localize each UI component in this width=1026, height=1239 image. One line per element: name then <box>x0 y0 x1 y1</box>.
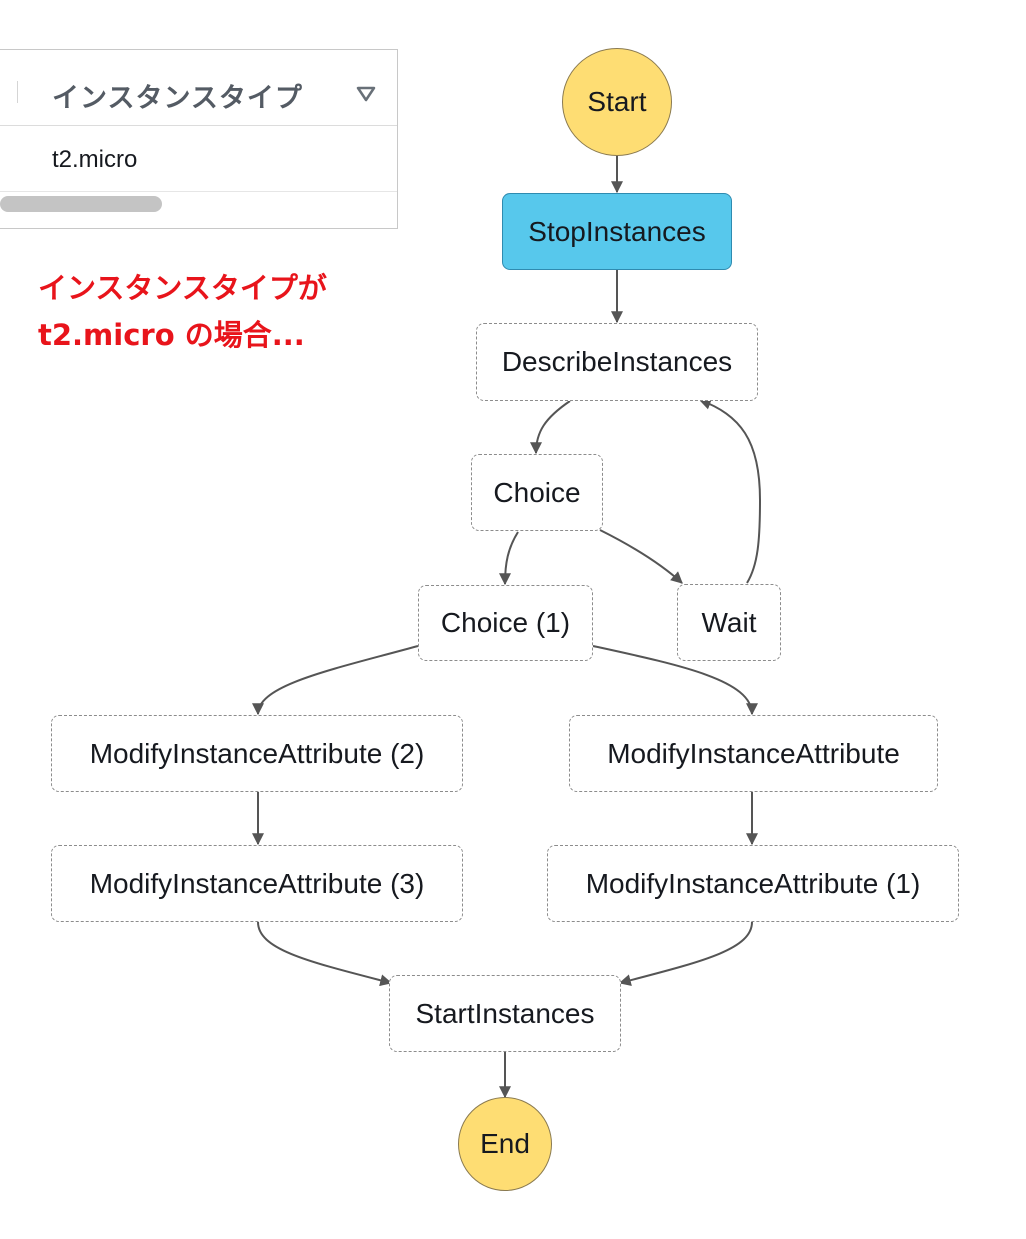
instance-type-cell: t2.micro <box>52 146 138 173</box>
edge-modify3-start <box>257 921 393 987</box>
end-node[interactable]: End <box>458 1097 552 1191</box>
modify-instance-attribute-2-node[interactable]: ModifyInstanceAttribute (2) <box>51 715 463 792</box>
horizontal-scrollbar[interactable] <box>0 196 397 214</box>
edge-choice1-modify2 <box>252 645 419 716</box>
wait-node[interactable]: Wait <box>677 584 781 661</box>
annotation-line-1: インスタンスタイプが <box>38 271 327 305</box>
describe-instances-node[interactable]: DescribeInstances <box>476 323 758 401</box>
edge-choice-choice1 <box>499 531 519 586</box>
sort-down-icon[interactable] <box>356 86 376 102</box>
scrollbar-thumb[interactable] <box>0 196 162 212</box>
edge-wait-describe <box>698 398 762 584</box>
edge-describe-choice <box>530 400 571 455</box>
modify-instance-attribute-node[interactable]: ModifyInstanceAttribute <box>569 715 938 792</box>
start-instances-node[interactable]: StartInstances <box>389 975 621 1052</box>
edge-modify1-start <box>618 921 753 987</box>
edge-choice1-modify <box>592 645 758 716</box>
table-header: インスタンスタイプ <box>0 50 397 126</box>
annotation-line-2: t2.micro の場合... <box>38 318 305 352</box>
start-node[interactable]: Start <box>562 48 672 156</box>
choice-node[interactable]: Choice <box>471 454 603 531</box>
column-separator <box>17 81 18 103</box>
table-row[interactable]: t2.micro <box>0 126 397 192</box>
modify-instance-attribute-3-node[interactable]: ModifyInstanceAttribute (3) <box>51 845 463 922</box>
annotation-note: インスタンスタイプが t2.micro の場合... <box>38 265 327 359</box>
choice-1-node[interactable]: Choice (1) <box>418 585 593 661</box>
instance-table: インスタンスタイプ t2.micro <box>0 49 398 229</box>
edge-choice-wait <box>599 529 683 584</box>
modify-instance-attribute-1-node[interactable]: ModifyInstanceAttribute (1) <box>547 845 959 922</box>
column-header-instance-type[interactable]: インスタンスタイプ <box>52 83 303 114</box>
stop-instances-node[interactable]: StopInstances <box>502 193 732 270</box>
